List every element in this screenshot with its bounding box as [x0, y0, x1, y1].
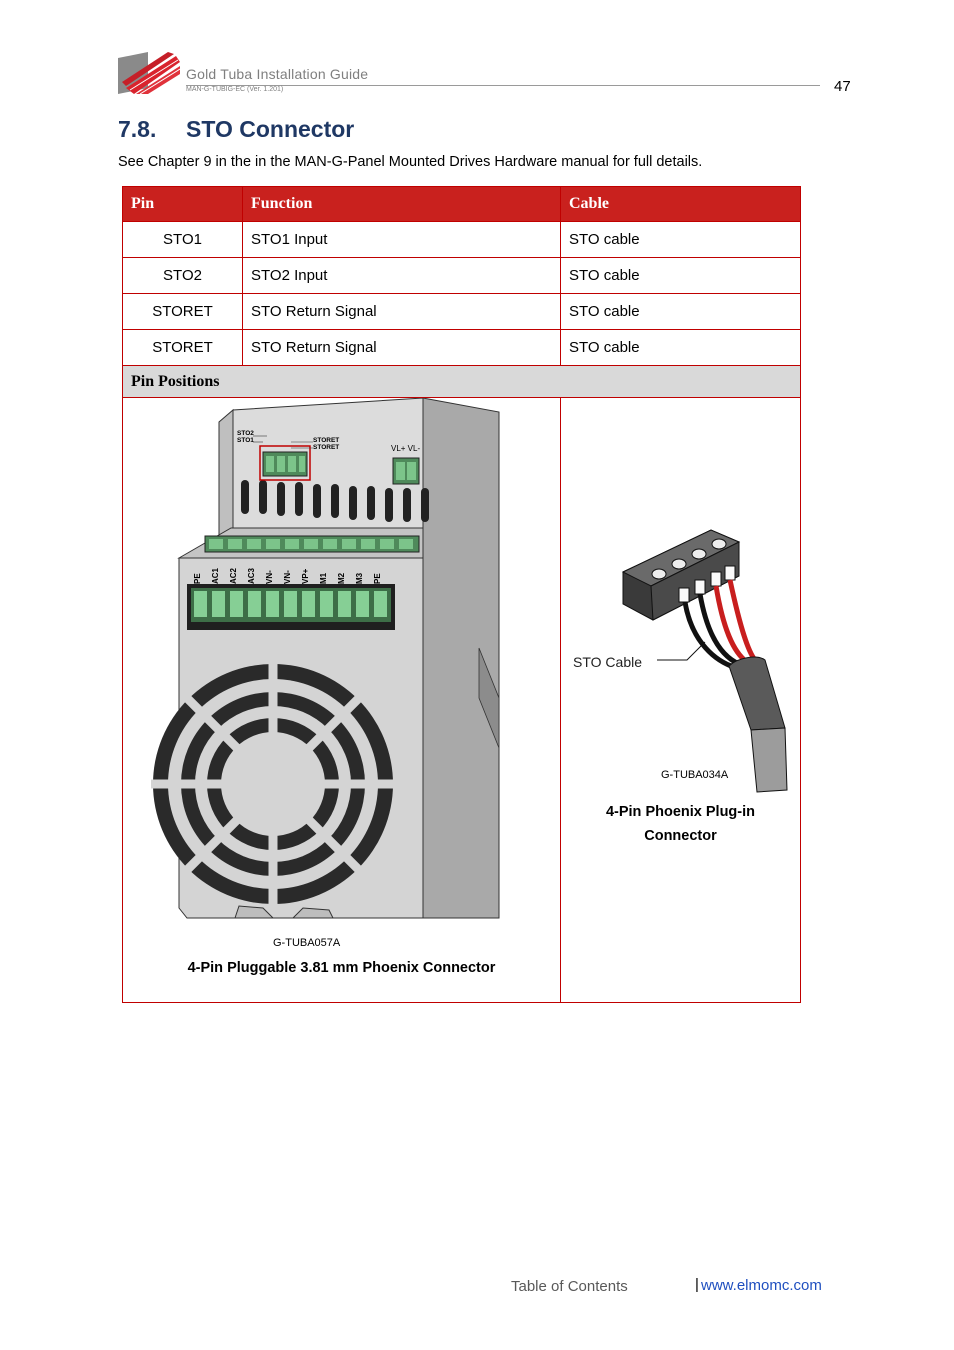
terminal-label: PE: [193, 573, 202, 584]
header-title: Gold Tuba Installation Guide: [186, 66, 369, 82]
label-sto2: STO2: [237, 430, 254, 437]
terminal-label: AC2: [229, 567, 238, 584]
header-function: Function: [242, 186, 561, 222]
terminal-label: AC3: [247, 567, 256, 584]
terminal-label: VN-: [265, 570, 274, 584]
figure-caption-line1: 4-Pin Phoenix Plug-in: [605, 804, 756, 820]
terminal-label: M3: [355, 572, 364, 584]
terminal-labels: PE AC1 AC2 AC3 VN- VN- VP+ M1 M2 M3 PE: [193, 566, 393, 586]
header-pin: Pin: [122, 186, 243, 222]
page-number: 47: [834, 78, 851, 95]
table-row: STO2 STO2 Input STO cable: [122, 257, 801, 294]
cell-pin: STO1: [122, 221, 243, 258]
terminal-label: AC1: [211, 567, 220, 584]
elmo-logo: [118, 52, 180, 94]
figure-code: G-TUBA057A: [273, 937, 341, 949]
label-storet-1: STORET: [313, 437, 340, 444]
connector-illustration: [621, 529, 788, 793]
terminal-label: M1: [319, 572, 328, 584]
cell-pin: STORET: [122, 329, 243, 366]
label-sto1: STO1: [237, 437, 254, 444]
sto-pin-table: Pin Function Cable STO1 STO1 Input STO c…: [122, 186, 801, 1003]
cell-cable: STO cable: [560, 293, 801, 330]
table-header-row: Pin Function Cable: [122, 186, 801, 222]
table-row: STORET STO Return Signal STO cable: [122, 293, 801, 330]
intro-paragraph: See Chapter 9 in the in the MAN-G-Panel …: [118, 154, 703, 170]
cell-function: STO2 Input: [242, 257, 561, 294]
figures-row: STO2 STO1 STORET STORET VL+ VL- PE AC1 A…: [122, 397, 801, 1003]
table-row: STORET STO Return Signal STO cable: [122, 329, 801, 366]
header-rule: [186, 85, 820, 86]
figure-caption-line2: Connector: [644, 828, 717, 844]
drive-illustration: [151, 398, 500, 919]
section-title: STO Connector: [186, 116, 355, 142]
cell-function: STO1 Input: [242, 221, 561, 258]
cell-pin: STORET: [122, 293, 243, 330]
table-row: STO1 STO1 Input STO cable: [122, 221, 801, 258]
terminal-label: VN-: [283, 570, 292, 584]
cell-cable: STO cable: [560, 329, 801, 366]
website-link[interactable]: www.elmomc.com: [701, 1277, 822, 1294]
cell-cable: STO cable: [560, 257, 801, 294]
figure-left-cell: STO2 STO1 STORET STORET VL+ VL- PE AC1 A…: [122, 397, 561, 1003]
footer-separator: |: [695, 1276, 699, 1293]
table-of-contents-link[interactable]: Table of Contents: [511, 1278, 628, 1295]
figure-right-cell: STO Cable G-TUBA034A 4-Pin Phoenix Plug-…: [560, 397, 801, 1003]
terminal-label: PE: [373, 573, 382, 584]
figure-code: G-TUBA034A: [661, 769, 729, 781]
label-storet-2: STORET: [313, 444, 340, 451]
terminal-label: M2: [337, 572, 346, 584]
cell-function: STO Return Signal: [242, 293, 561, 330]
terminal-label: VP+: [301, 568, 310, 584]
header-cable: Cable: [560, 186, 801, 222]
section-number: 7.8.: [118, 116, 157, 142]
cell-pin: STO2: [122, 257, 243, 294]
label-vl: VL+ VL-: [391, 444, 421, 453]
pin-positions-row: Pin Positions: [122, 365, 801, 398]
figure-caption: 4-Pin Pluggable 3.81 mm Phoenix Connecto…: [187, 960, 496, 976]
cell-function: STO Return Signal: [242, 329, 561, 366]
cell-cable: STO cable: [560, 221, 801, 258]
pin-positions-label: Pin Positions: [122, 365, 801, 398]
header-doc-id: MAN-G-TUBIG-EC (Ver. 1.201): [186, 86, 284, 93]
sto-cable-callout: STO Cable: [573, 654, 642, 670]
